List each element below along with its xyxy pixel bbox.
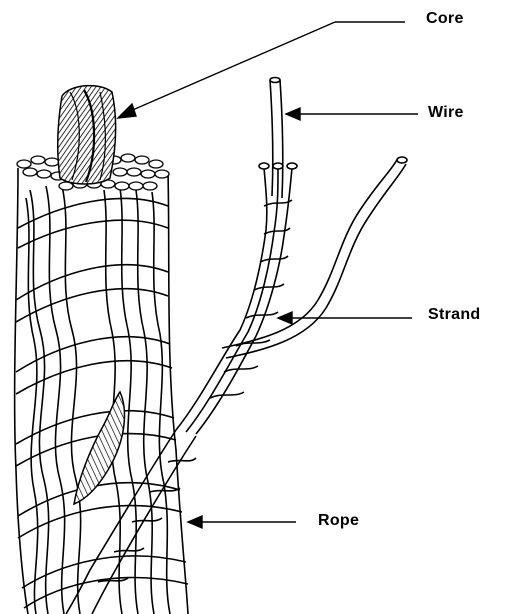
leader-lines bbox=[118, 22, 418, 528]
label-strand: Strand bbox=[428, 306, 480, 324]
core-top bbox=[58, 86, 116, 184]
label-rope: Rope bbox=[318, 512, 359, 530]
core-arrowhead bbox=[118, 104, 136, 118]
wire-single bbox=[270, 78, 283, 199]
label-core: Core bbox=[426, 10, 464, 28]
wire-arrowhead bbox=[286, 108, 300, 120]
strand-arrowhead bbox=[278, 312, 292, 324]
rope-arrowhead bbox=[188, 516, 202, 528]
rope-body bbox=[15, 168, 188, 614]
label-wire: Wire bbox=[428, 104, 464, 122]
strand-unwound bbox=[176, 163, 297, 434]
